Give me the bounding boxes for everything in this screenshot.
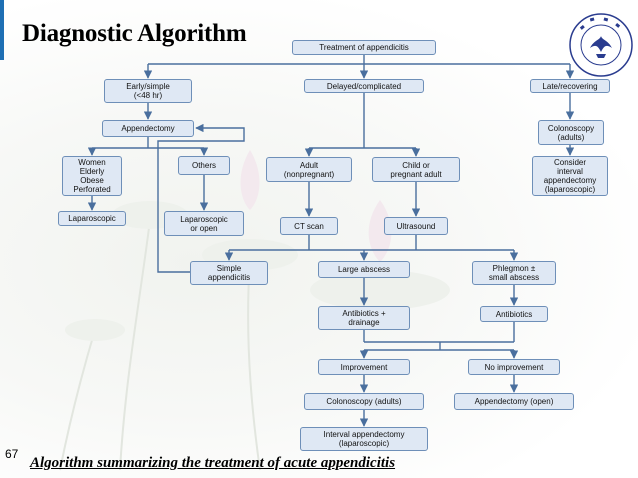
- node-early-simple: Early/simple (<48 hr): [104, 79, 192, 103]
- node-ct-scan: CT scan: [280, 217, 338, 235]
- node-appendectomy-open: Appendectomy (open): [454, 393, 574, 410]
- node-colonoscopy-adults-followup: Colonoscopy (adults): [304, 393, 424, 410]
- node-late-recovering: Late/recovering: [530, 79, 610, 93]
- node-ultrasound: Ultrasound: [384, 217, 448, 235]
- node-no-improvement: No improvement: [468, 359, 560, 375]
- node-treatment: Treatment of appendicitis: [292, 40, 436, 55]
- page-number: 67: [5, 447, 19, 461]
- node-laparoscopic-or-open: Laparoscopic or open: [164, 211, 244, 236]
- slide-title: Diagnostic Algorithm: [22, 20, 247, 47]
- node-consider-interval-appendectomy: Consider interval appendectomy (laparosc…: [532, 156, 608, 196]
- node-appendectomy: Appendectomy: [102, 120, 194, 137]
- node-antibiotics: Antibiotics: [480, 306, 548, 322]
- accent-bar: [0, 0, 4, 60]
- slide-caption: Algorithm summarizing the treatment of a…: [30, 455, 396, 471]
- node-phlegmon-small-abscess: Phlegmon ± small abscess: [472, 261, 556, 285]
- node-laparoscopic: Laparoscopic: [58, 211, 126, 226]
- node-large-abscess: Large abscess: [318, 261, 410, 278]
- node-interval-appendectomy: Interval appendectomy (laparoscopic): [300, 427, 428, 451]
- node-women-elderly-obese-perforated: Women Elderly Obese Perforated: [62, 156, 122, 196]
- node-adult-nonpregnant: Adult (nonpregnant): [266, 157, 352, 182]
- node-delayed-complicated: Delayed/complicated: [304, 79, 424, 93]
- node-improvement: Improvement: [318, 359, 410, 375]
- node-simple-appendicitis: Simple appendicitis: [190, 261, 268, 285]
- node-child-pregnant: Child or pregnant adult: [372, 157, 460, 182]
- node-antibiotics-drainage: Antibiotics + drainage: [318, 306, 410, 330]
- node-others: Others: [178, 156, 230, 175]
- node-colonoscopy-adults: Colonoscopy (adults): [538, 120, 604, 145]
- university-logo-icon: [569, 13, 633, 77]
